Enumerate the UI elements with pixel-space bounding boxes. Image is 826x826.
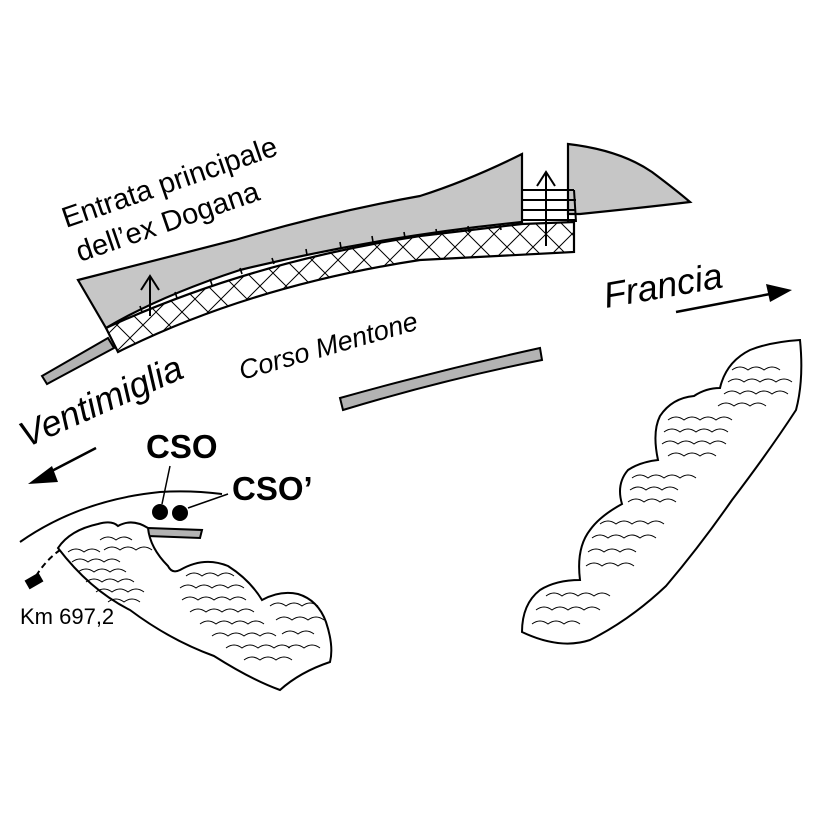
km-marker — [24, 572, 44, 590]
dogana-building — [76, 142, 693, 354]
cso-prime-point — [172, 505, 188, 521]
road-left — [40, 336, 116, 386]
arrow-up-icon — [536, 170, 556, 246]
building-grey-area — [76, 152, 524, 330]
arrow-icon — [675, 284, 792, 314]
building-ticks — [139, 223, 502, 313]
rock-outcrop-left — [56, 521, 333, 692]
label-cso-prime: CSO’ — [232, 470, 313, 507]
building-grey-area-right — [566, 142, 693, 216]
sampling-points — [152, 465, 229, 521]
road-edge-dashed — [35, 549, 61, 577]
road-edge-curve — [19, 490, 223, 543]
label-corso-mentone: Corso Mentone — [235, 306, 421, 386]
arrow-icon — [28, 446, 97, 484]
label-cso: CSO — [146, 428, 218, 465]
label-km: Km 697,2 — [20, 604, 114, 629]
road-corso-mentone — [338, 346, 544, 412]
stairs — [521, 144, 577, 224]
road-segment-cso — [147, 526, 204, 540]
cso-point — [152, 504, 168, 520]
building-hatched-strip — [104, 220, 576, 354]
rock-outcrop-right — [520, 338, 803, 645]
arrow-up-icon — [140, 274, 160, 316]
